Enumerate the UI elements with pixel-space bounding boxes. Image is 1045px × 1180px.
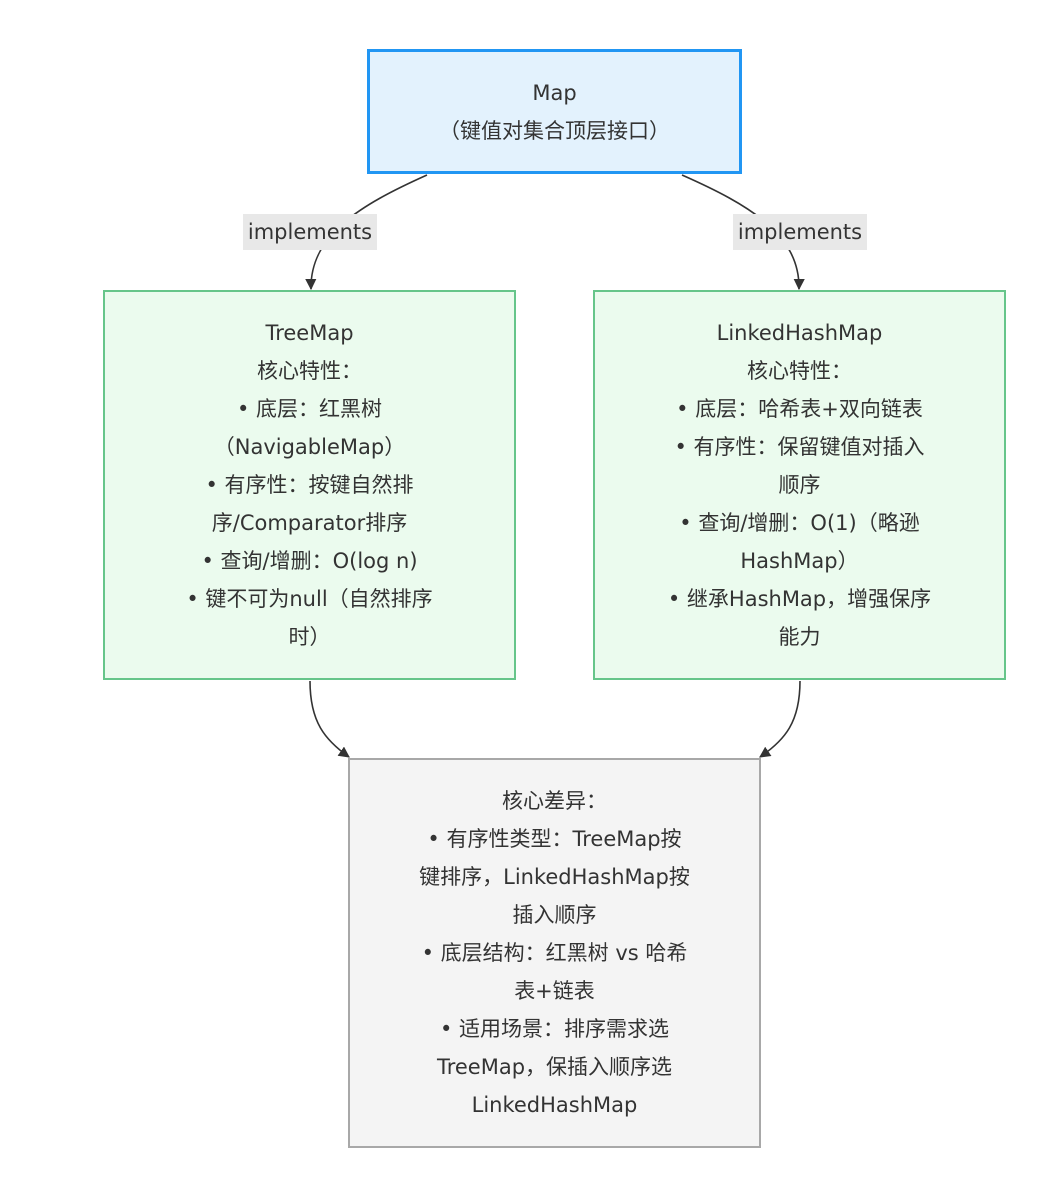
- node-line: Map: [532, 80, 577, 105]
- treemap-node: TreeMap 核心特性： • 底层：红黑树 （NavigableMap） • …: [103, 290, 516, 680]
- node-line: 键排序，LinkedHashMap按: [419, 865, 690, 889]
- edge-linkedhashmap-to-diff: [759, 680, 801, 758]
- node-line: TreeMap，保插入顺序选: [436, 1055, 673, 1079]
- node-line: HashMap）: [740, 549, 859, 573]
- node-line: LinkedHashMap: [471, 1093, 638, 1117]
- node-line: 核心特性：: [257, 359, 362, 383]
- node-line: 时）: [288, 625, 331, 649]
- node-line: • 有序性类型：TreeMap按: [427, 827, 682, 851]
- map-interface-node: Map （键值对集合顶层接口）: [367, 49, 742, 174]
- node-line: TreeMap: [265, 321, 354, 345]
- edge-treemap-to-diff: [309, 680, 350, 758]
- node-line: 能力: [778, 625, 821, 649]
- node-line: 核心特性：: [747, 359, 852, 383]
- node-line: 表+链表: [514, 979, 595, 1003]
- node-line: • 查询/增删：O(1)（略逊: [679, 511, 920, 535]
- node-line: • 适用场景：排序需求选: [439, 1017, 670, 1041]
- node-line: • 查询/增删：O(log n): [201, 549, 418, 573]
- node-line: • 有序性：保留键值对插入: [674, 435, 925, 459]
- node-line: 插入顺序: [512, 903, 597, 927]
- node-line: • 键不可为null（自然排序: [186, 587, 433, 611]
- node-line: • 继承HashMap，增强保序: [667, 587, 932, 611]
- node-line: （键值对集合顶层接口）: [439, 118, 670, 143]
- core-difference-node: 核心差异： • 有序性类型：TreeMap按 键排序，LinkedHashMap…: [348, 758, 761, 1148]
- edge-label-implements-treemap: implements: [243, 214, 377, 250]
- edge-label-implements-linkedhashmap: implements: [733, 214, 867, 250]
- linkedhashmap-node: LinkedHashMap 核心特性： • 底层：哈希表+双向链表 • 有序性：…: [593, 290, 1006, 680]
- node-line: 顺序: [778, 473, 821, 497]
- node-line: • 底层结构：红黑树 vs 哈希: [421, 941, 688, 965]
- node-line: 序/Comparator排序: [211, 511, 408, 535]
- node-line: （NavigableMap）: [213, 435, 406, 459]
- node-line: LinkedHashMap: [716, 321, 883, 345]
- node-line: • 底层：红黑树: [236, 397, 383, 421]
- node-line: 核心差异：: [502, 789, 607, 813]
- node-line: • 有序性：按键自然排: [205, 473, 414, 497]
- node-line: • 底层：哈希表+双向链表: [676, 397, 923, 421]
